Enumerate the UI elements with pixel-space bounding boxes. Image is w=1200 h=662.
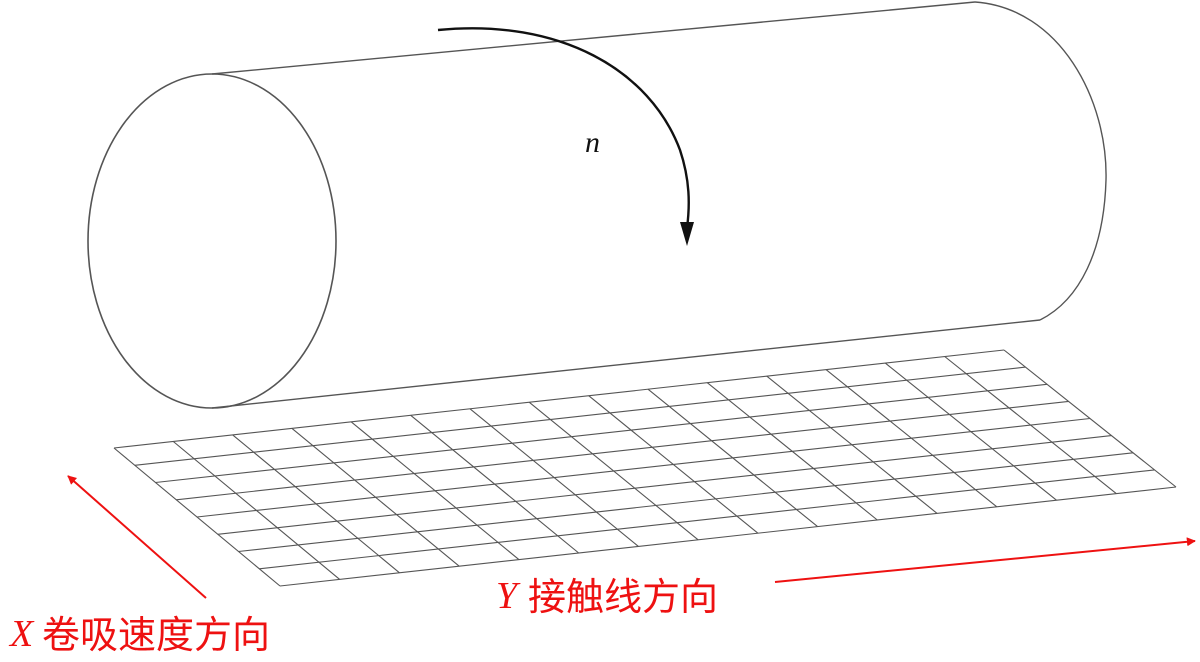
grid-column-line <box>884 362 1057 501</box>
y-direction-label: 接触线方向 <box>528 577 718 619</box>
cylinder-top-edge <box>211 1 976 75</box>
grid-column-line <box>291 427 460 567</box>
rotation-arrowhead-icon <box>680 222 694 246</box>
rotation-indicator: n <box>437 27 694 246</box>
x-direction-arrow-icon <box>67 475 207 599</box>
cylinder-front-face <box>87 73 337 409</box>
grid-column-line <box>232 434 400 574</box>
x-direction-letter: X <box>8 613 35 655</box>
grid-column-line <box>647 388 818 528</box>
grid-column-line <box>172 441 341 580</box>
grid-column-line <box>1003 349 1177 488</box>
grid-column-line <box>113 447 281 587</box>
grid-row-line <box>217 435 1112 535</box>
grid-column-line <box>588 395 759 534</box>
y-direction-arrow-icon <box>774 537 1196 583</box>
grid-row-line <box>259 469 1155 570</box>
cylinder-back-arc <box>974 1 1107 321</box>
grid-row-line <box>134 366 1026 466</box>
y-direction-letter: Y <box>496 575 521 617</box>
grid-row-line <box>155 383 1048 484</box>
y-direction-annotation: Y 接触线方向 <box>496 537 1196 619</box>
grid-column-line <box>528 401 699 541</box>
rotation-label: n <box>585 126 600 159</box>
cylinder-bottom-edge <box>211 319 1041 409</box>
grid-column-line <box>766 375 938 514</box>
contact-grid <box>113 349 1177 587</box>
grid-row-line <box>279 486 1177 587</box>
grid-column-line <box>825 369 998 508</box>
grid-row-line <box>176 400 1069 501</box>
grid-column-line <box>706 382 878 521</box>
rotation-arrow-icon <box>437 27 690 229</box>
x-direction-annotation: X 卷吸速度方向 <box>8 475 270 657</box>
grid-column-line <box>350 421 520 561</box>
cylinder <box>87 1 1107 409</box>
grid-row-line <box>238 452 1134 553</box>
grid-row-line <box>113 349 1005 449</box>
grid-column-line <box>944 356 1117 495</box>
grid-row-line <box>196 417 1091 518</box>
x-direction-label: 卷吸速度方向 <box>42 615 270 657</box>
grid-column-line <box>410 414 580 554</box>
grid-column-line <box>469 408 639 547</box>
